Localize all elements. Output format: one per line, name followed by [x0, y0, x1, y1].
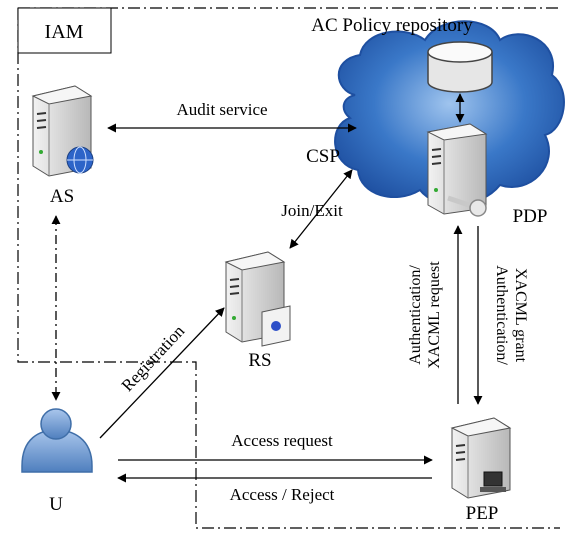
access-request-label: Access request	[231, 431, 333, 450]
csp-cloud	[334, 20, 565, 206]
pdp-server-icon	[426, 123, 488, 215]
access-reject-label: Access / Reject	[230, 485, 335, 504]
auth-request-label-line2: XACML request	[426, 261, 443, 369]
user-icon	[21, 408, 93, 473]
join-exit-label: Join/Exit	[281, 201, 343, 220]
csp-label: CSP	[306, 146, 340, 167]
key-icon	[447, 195, 487, 217]
registration-arrow	[99, 307, 225, 439]
terminal-icon	[480, 471, 506, 492]
iam-label-box: IAM	[17, 7, 112, 54]
registration-label: Registration	[118, 321, 189, 395]
join-exit-arrow	[289, 169, 353, 249]
user-label: U	[49, 494, 63, 515]
certificate-icon	[261, 305, 291, 347]
auth-grant-label-line1: Authentication/	[493, 265, 510, 365]
auth-request-label-line1: Authentication/	[407, 265, 424, 365]
repository-label: AC Policy repository	[311, 15, 473, 36]
database-icon	[427, 41, 493, 93]
pdp-label: PDP	[513, 206, 548, 227]
pep-label: PEP	[466, 503, 499, 524]
as-label: AS	[50, 186, 74, 207]
auth-grant-label-line2: XACML grant	[512, 268, 529, 363]
globe-icon	[66, 146, 94, 174]
rs-label: RS	[248, 350, 271, 371]
audit-service-label: Audit service	[176, 100, 267, 119]
iam-label: IAM	[45, 21, 84, 43]
